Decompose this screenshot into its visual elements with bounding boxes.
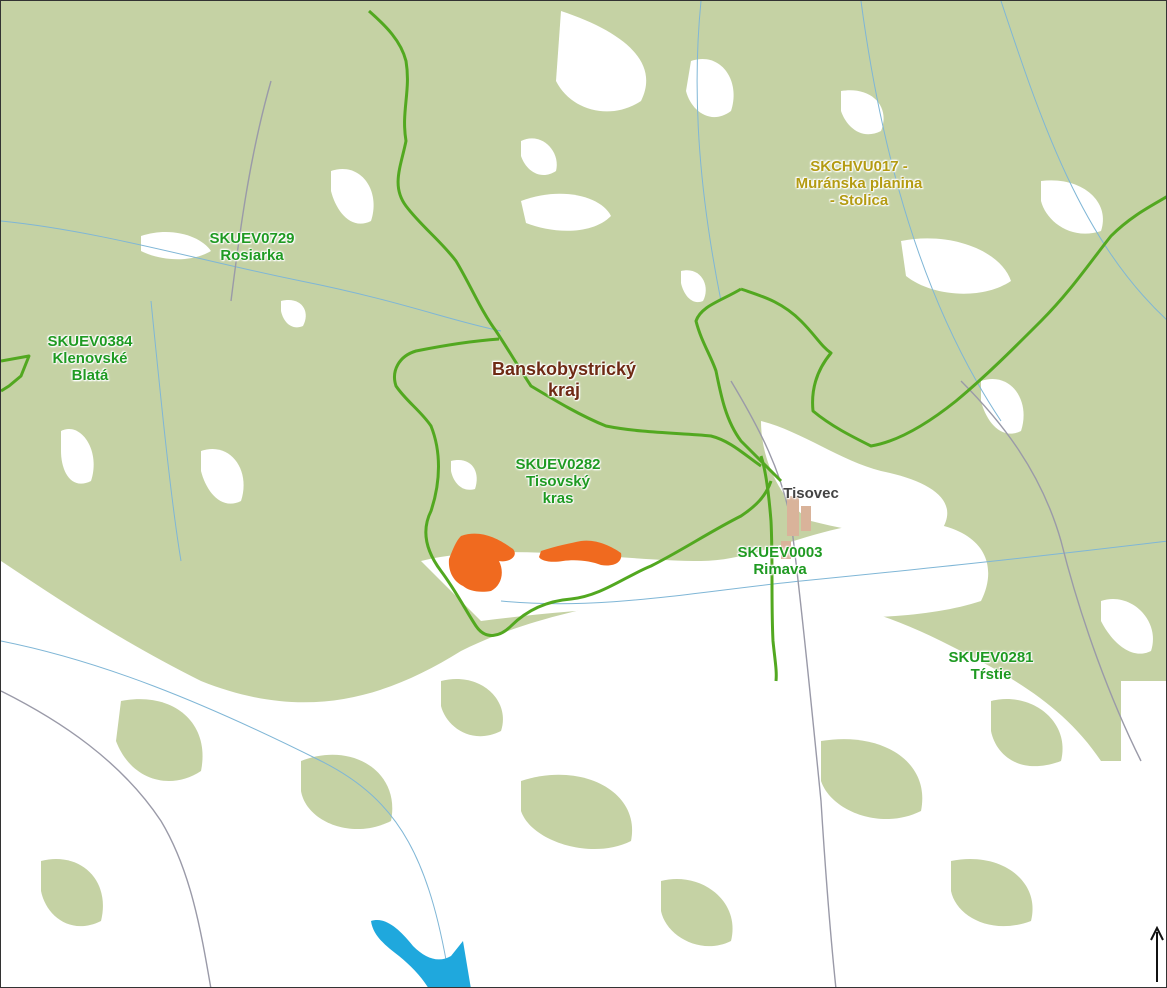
label-skchvu017-name-1: Muránska planina [795, 175, 923, 192]
label-skuev0282-code: SKUEV0282 [515, 456, 601, 473]
open-land [1, 11, 1166, 987]
label-region: Banskobystrický kraj [492, 359, 636, 401]
label-town-tisovec: Tisovec [783, 485, 839, 502]
label-skuev0384-name-1: Klenovské [52, 350, 128, 367]
boundary-skuev0003 [759, 455, 778, 682]
boundary-region [368, 9, 762, 468]
label-skuev0281-code: SKUEV0281 [948, 649, 1034, 666]
label-skchvu017: SKCHVU017 - Muránska planina - Stolica [796, 158, 923, 209]
boundary-skchvu017 [694, 195, 1166, 483]
label-skuev0384: SKUEV0384 Klenovské Blatá [47, 333, 132, 384]
label-skuev0003-name: Rimava [753, 561, 807, 578]
settlement-tisovec [781, 496, 811, 559]
label-skuev0282-name-1: Tisovský [526, 473, 590, 490]
boundary-skuev0282 [393, 337, 773, 637]
label-skuev0281: SKUEV0281 Tŕstie [948, 649, 1033, 683]
label-region-name-2: kraj [547, 380, 581, 400]
label-skuev0282: SKUEV0282 Tisovský kras [515, 456, 600, 507]
label-skuev0384-code: SKUEV0384 [47, 333, 133, 350]
label-region-name-1: Banskobystrický [491, 359, 637, 379]
water-reservoir [371, 920, 471, 987]
label-skuev0282-name-2: kras [542, 490, 574, 507]
roads [1, 80, 1142, 987]
label-skuev0003: SKUEV0003 Rimava [737, 544, 822, 578]
label-skuev0729-name: Rosiarka [220, 247, 284, 264]
label-skchvu017-name-2: - Stolica [829, 192, 889, 209]
label-town-name: Tisovec [783, 485, 839, 502]
north-arrow-icon [1150, 926, 1164, 982]
label-skchvu017-code: SKCHVU017 - [810, 158, 908, 175]
site-east [539, 540, 622, 566]
boundary-skuev0384 [1, 354, 31, 393]
highlighted-sites [448, 533, 622, 592]
forest-patches [41, 679, 1063, 947]
label-skuev0384-name-2: Blatá [71, 367, 109, 384]
site-west [448, 533, 515, 592]
label-skuev0003-code: SKUEV0003 [737, 544, 823, 561]
boundaries [1, 9, 1166, 682]
label-skuev0729-code: SKUEV0729 [209, 230, 295, 247]
label-skuev0729: SKUEV0729 Rosiarka [209, 230, 294, 264]
label-skuev0281-name: Tŕstie [970, 666, 1012, 683]
